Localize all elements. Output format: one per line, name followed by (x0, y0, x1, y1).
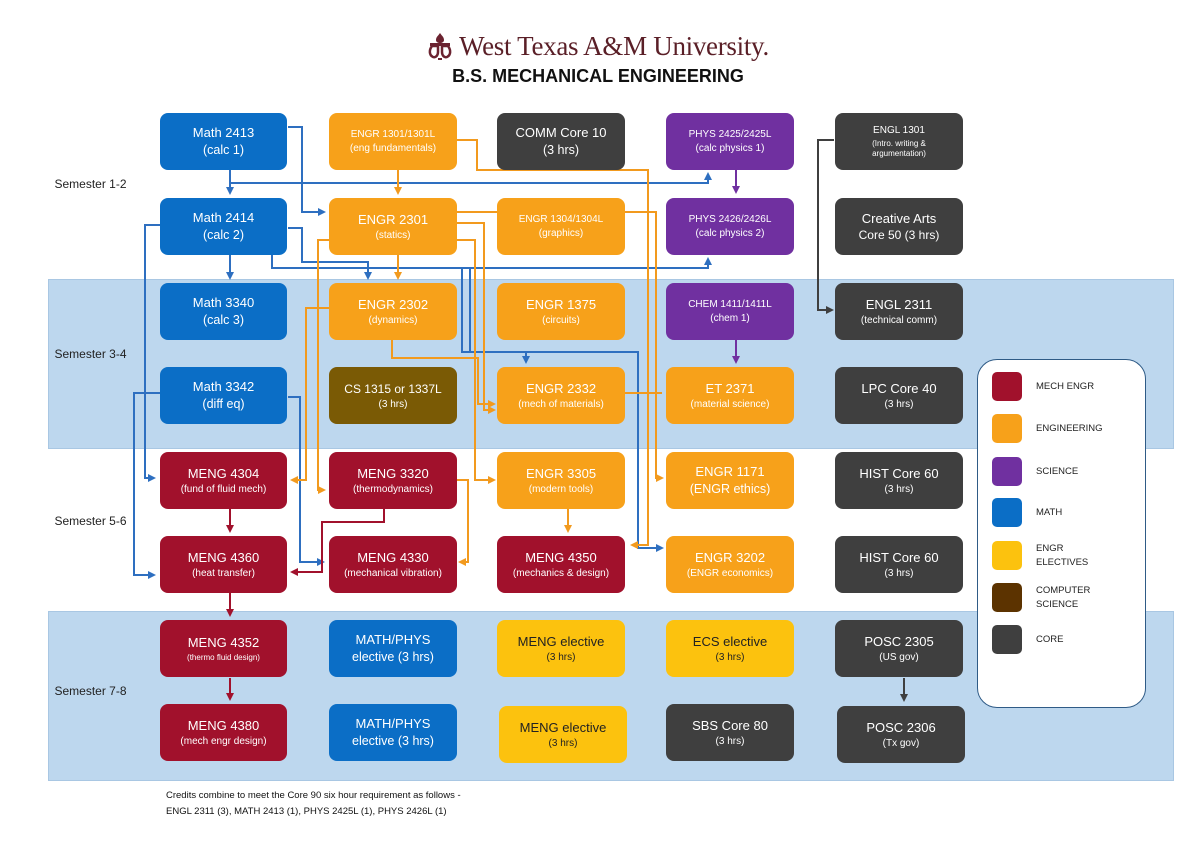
legend-item-mech-engr: MECH ENGR (992, 372, 1126, 401)
course-math-phys-elective-a[interactable]: MATH/PHYS elective (3 hrs) (329, 620, 457, 677)
course-meng-4304[interactable]: MENG 4304 (fund of fluid mech) (160, 452, 287, 509)
course-meng-3320[interactable]: MENG 3320 (thermodynamics) (329, 452, 457, 509)
course-engl-2311[interactable]: ENGL 2311 (technical comm) (835, 283, 963, 340)
program-title: B.S. MECHANICAL ENGINEERING (452, 66, 744, 86)
course-lpc-core-40[interactable]: LPC Core 40 (3 hrs) (835, 367, 963, 424)
course-meng-elective-a[interactable]: MENG elective (3 hrs) (497, 620, 625, 677)
course-comm-core-10[interactable]: COMM Core 10 (3 hrs) (497, 113, 625, 170)
course-hist-core-60-b[interactable]: HIST Core 60 (3 hrs) (835, 536, 963, 593)
legend-swatch (992, 541, 1022, 570)
course-creative-arts[interactable]: Creative Arts Core 50 (3 hrs) (835, 198, 963, 255)
course-posc-2306[interactable]: POSC 2306 (Tx gov) (837, 706, 965, 763)
course-engr-3305[interactable]: ENGR 3305 (modern tools) (497, 452, 625, 509)
legend: MECH ENGR ENGINEERING SCIENCE MATH ENGR … (977, 359, 1146, 708)
course-math-2414[interactable]: Math 2414 (calc 2) (160, 198, 287, 255)
course-engr-2302[interactable]: ENGR 2302 (dynamics) (329, 283, 457, 340)
course-engr-1171[interactable]: ENGR 1171 (ENGR ethics) (666, 452, 794, 509)
course-meng-4380[interactable]: MENG 4380 (mech engr design) (160, 704, 287, 761)
course-math-3342[interactable]: Math 3342 (diff eq) (160, 367, 287, 424)
course-et-2371[interactable]: ET 2371 (material science) (666, 367, 794, 424)
legend-swatch (992, 498, 1022, 527)
semester-label-7-8: Semester 7-8 (54, 684, 127, 698)
course-engr-1301[interactable]: ENGR 1301/1301L (eng fundamentals) (329, 113, 457, 170)
legend-item-engr-electives: ENGR ELECTIVES (992, 541, 1088, 570)
course-chem-1411[interactable]: CHEM 1411/1411L (chem 1) (666, 283, 794, 340)
course-engr-3202[interactable]: ENGR 3202 (ENGR economics) (666, 536, 794, 593)
course-meng-elective-b[interactable]: MENG elective (3 hrs) (499, 706, 627, 763)
course-ecs-elective[interactable]: ECS elective (3 hrs) (666, 620, 794, 677)
course-phys-2425[interactable]: PHYS 2425/2425L (calc physics 1) (666, 113, 794, 170)
course-meng-4330[interactable]: MENG 4330 (mechanical vibration) (329, 536, 457, 593)
course-math-phys-elective-b[interactable]: MATH/PHYS elective (3 hrs) (329, 704, 457, 761)
course-engr-1375[interactable]: ENGR 1375 (circuits) (497, 283, 625, 340)
course-engr-2301[interactable]: ENGR 2301 (statics) (329, 198, 457, 255)
legend-item-math: MATH (992, 498, 1126, 527)
semester-label-1-2: Semester 1-2 (54, 177, 127, 191)
course-engr-2332[interactable]: ENGR 2332 (mech of materials) (497, 367, 625, 424)
course-math-2413[interactable]: Math 2413 (calc 1) (160, 113, 287, 170)
course-meng-4350[interactable]: MENG 4350 (mechanics & design) (497, 536, 625, 593)
legend-swatch (992, 372, 1022, 401)
course-engl-1301[interactable]: ENGL 1301 (Intro. writing & argumentatio… (835, 113, 963, 170)
course-engr-1304[interactable]: ENGR 1304/1304L (graphics) (497, 198, 625, 255)
semester-label-3-4: Semester 3-4 (54, 347, 127, 361)
legend-item-science: SCIENCE (992, 457, 1126, 486)
course-meng-4352[interactable]: MENG 4352 (thermo fluid design) (160, 620, 287, 677)
course-sbs-core-80[interactable]: SBS Core 80 (3 hrs) (666, 704, 794, 761)
university-name: West Texas A&M University. (459, 30, 769, 61)
course-cs-1315[interactable]: CS 1315 or 1337L (3 hrs) (329, 367, 457, 424)
course-math-3340[interactable]: Math 3340 (calc 3) (160, 283, 287, 340)
legend-swatch (992, 625, 1022, 654)
legend-item-engineering: ENGINEERING (992, 414, 1126, 443)
legend-swatch (992, 583, 1022, 612)
university-logo: West Texas A&M University. (0, 30, 1196, 62)
course-meng-4360[interactable]: MENG 4360 (heat transfer) (160, 536, 287, 593)
core-credit-footnote: Credits combine to meet the Core 90 six … (166, 790, 461, 817)
course-phys-2426[interactable]: PHYS 2426/2426L (calc physics 2) (666, 198, 794, 255)
course-hist-core-60-a[interactable]: HIST Core 60 (3 hrs) (835, 452, 963, 509)
semester-label-5-6: Semester 5-6 (54, 514, 127, 528)
legend-swatch (992, 414, 1022, 443)
course-posc-2305[interactable]: POSC 2305 (US gov) (835, 620, 963, 677)
legend-item-core: CORE (992, 625, 1126, 654)
legend-swatch (992, 457, 1022, 486)
wtamu-emblem-icon (428, 33, 452, 60)
legend-item-computer-science: COMPUTER SCIENCE (992, 583, 1106, 612)
